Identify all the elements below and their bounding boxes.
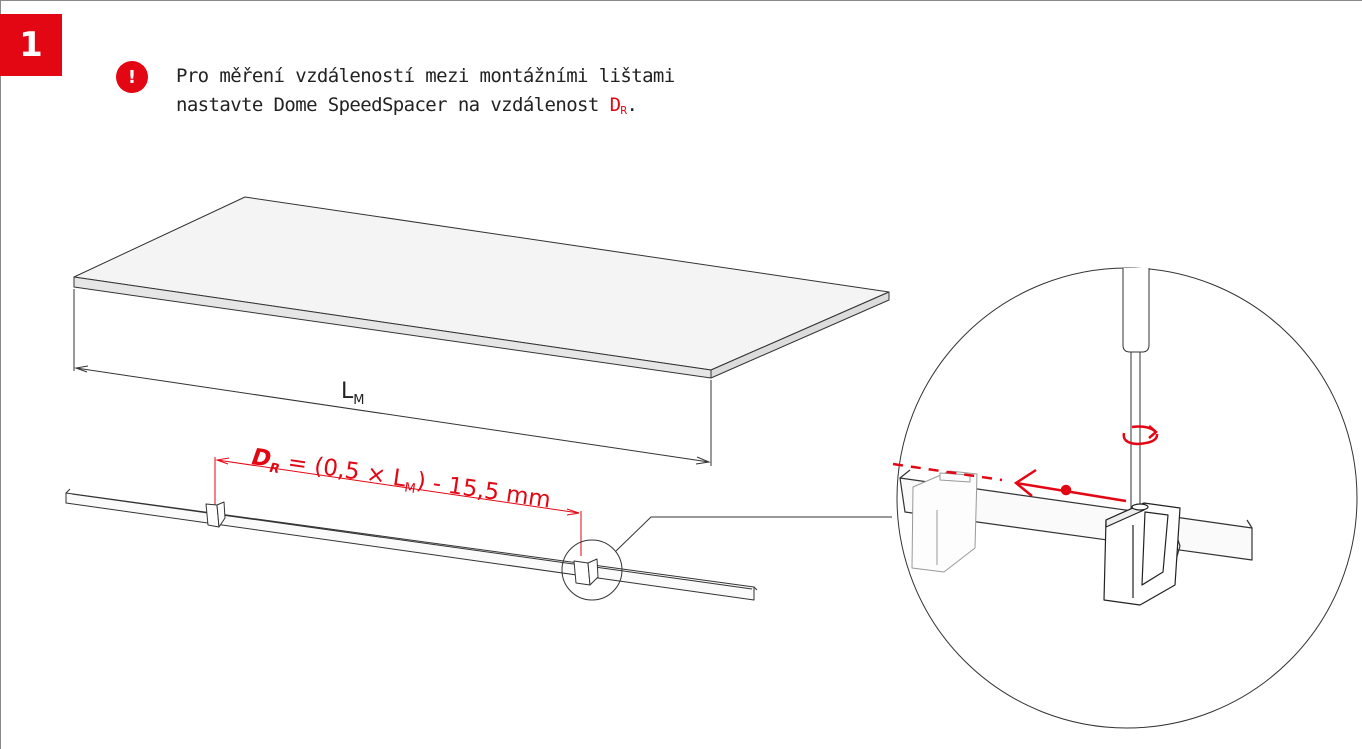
instruction-text: Pro měření vzdáleností mezi montážními l… — [176, 62, 675, 125]
detail-magnified-view — [892, 267, 1358, 729]
module-length-dimension — [73, 289, 712, 466]
module-length-label: LM — [341, 379, 364, 408]
movement-arrow — [892, 462, 1127, 503]
distance-symbol-letter: D — [609, 94, 621, 116]
speedspacer-clip-left — [205, 501, 226, 528]
instruction-line-1: Pro měření vzdáleností mezi montážními l… — [176, 65, 675, 87]
rotation-arrow-icon — [1122, 425, 1159, 446]
instruction-period: . — [626, 94, 638, 116]
instruction-line-2-text: nastavte Dome SpeedSpacer na vzdálenost — [176, 94, 610, 116]
distance-symbol: DR — [609, 94, 627, 117]
instruction-line-2: nastavte Dome SpeedSpacer na vzdálenost … — [176, 91, 675, 125]
rail-distance-dimension — [214, 457, 582, 556]
rail-distance-formula: DR = (0,5 × LM) - 15,5 mm — [250, 444, 553, 516]
solar-module — [73, 196, 890, 379]
step-number-badge: 1 — [0, 14, 62, 76]
screwdriver — [1122, 268, 1150, 511]
detail-leader-line — [615, 516, 892, 552]
mounting-rail — [65, 488, 758, 601]
distance-symbol-subscript: R — [620, 104, 627, 117]
detail-clip-faint — [911, 470, 978, 573]
frame-left-border — [0, 0, 1, 749]
detail-clip-main — [1103, 502, 1181, 606]
frame-top-border — [0, 0, 1362, 1]
warning-icon: ! — [116, 61, 148, 93]
speedspacer-clip-right — [573, 558, 599, 586]
detail-marker-circle — [561, 539, 623, 601]
